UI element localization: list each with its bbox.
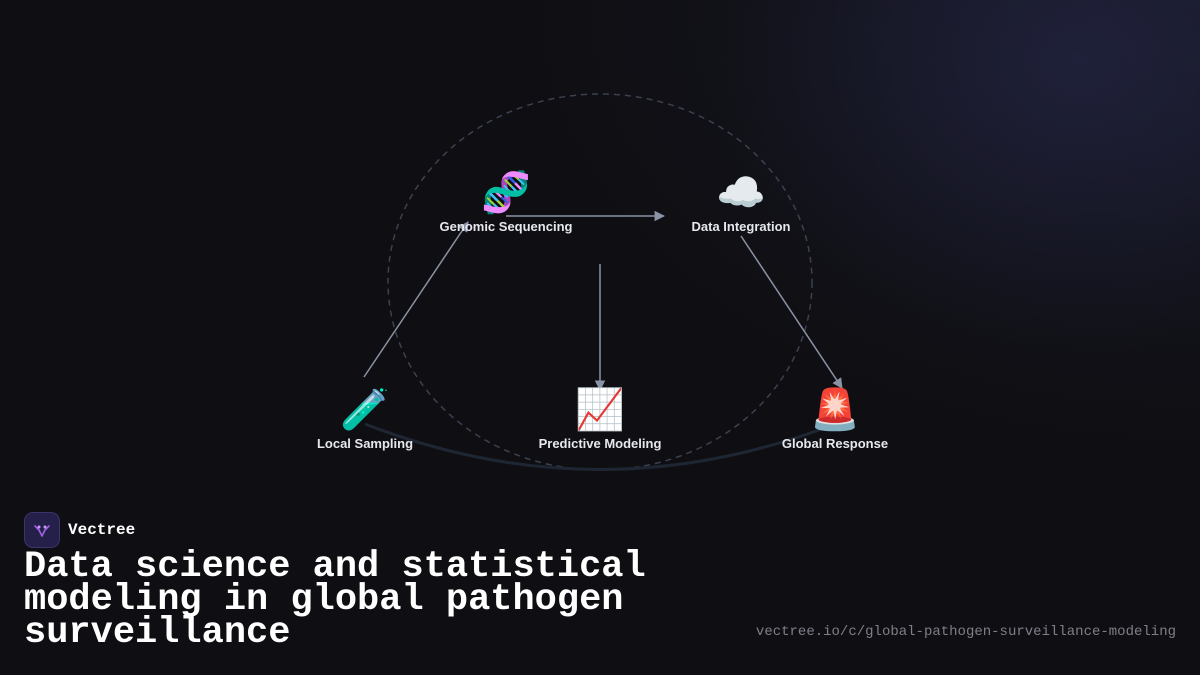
chart-increasing-icon: 📈 [575, 388, 625, 432]
vectree-logo-icon [24, 512, 60, 548]
page-url: vectree.io/c/global-pathogen-surveillanc… [755, 624, 1176, 640]
node-label: Genomic Sequencing [439, 219, 573, 234]
node-label: Global Response [781, 436, 889, 451]
node-global-response: 🚨 Global Response [735, 386, 935, 451]
node-label: Local Sampling [316, 436, 414, 451]
brand-name: Vectree [68, 521, 136, 539]
node-local-sampling: 🧪 Local Sampling [265, 386, 465, 451]
node-genomic-sequencing: 🧬 Genomic Sequencing [406, 169, 606, 234]
page-title: Data science and statistical modeling in… [24, 546, 646, 654]
siren-icon: 🚨 [810, 388, 860, 432]
cloud-icon: ☁️ [716, 171, 766, 215]
node-predictive-modeling: 📈 Predictive Modeling [500, 386, 700, 451]
dna-icon: 🧬 [481, 171, 531, 215]
cycle-ring [387, 93, 813, 471]
brand: Vectree [24, 512, 135, 548]
feedback-curve [364, 422, 836, 471]
node-data-integration: ☁️ Data Integration [641, 169, 841, 234]
test-tube-icon: 🧪 [340, 388, 390, 432]
node-label: Predictive Modeling [538, 436, 662, 451]
edge-sampling-to-genomic [363, 221, 469, 378]
node-label: Data Integration [691, 219, 791, 234]
edge-integration-to-response [740, 235, 843, 389]
